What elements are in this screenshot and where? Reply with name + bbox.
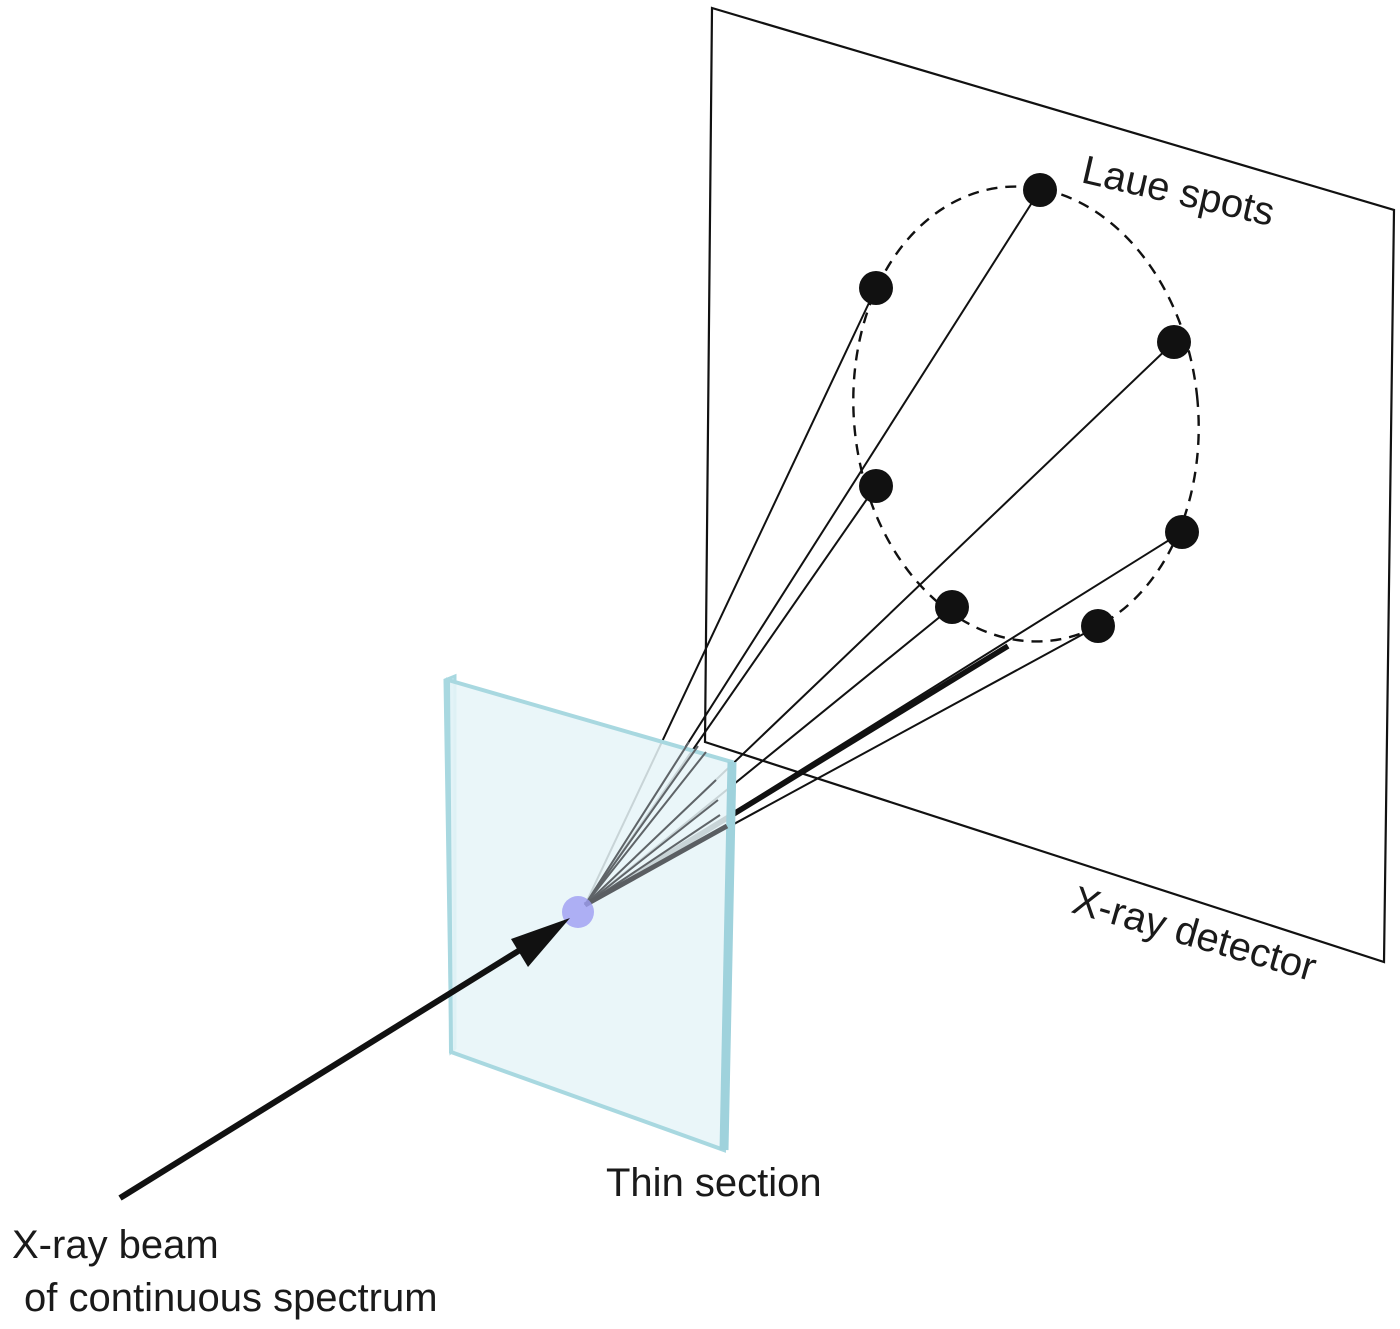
laue-spot: [1081, 609, 1115, 643]
transmitted-beam-through-section: [583, 823, 729, 908]
laue-spot: [1157, 325, 1191, 359]
incident-beam-arrowhead: [511, 918, 570, 967]
laue-spot: [1165, 515, 1199, 549]
x-ray-beam-label-line2: of continuous spectrum: [24, 1276, 438, 1320]
laue-spot: [1023, 173, 1057, 207]
laue-spot-ring: [852, 185, 1200, 643]
laue-spot: [859, 469, 893, 503]
thin-section-edge: [719, 761, 737, 1151]
laue-spots: [859, 173, 1199, 643]
x-ray-beam-label-line1: X-ray beam: [12, 1223, 219, 1267]
x-ray-detector-plane: [703, 6, 1396, 964]
laue-spot: [935, 590, 969, 624]
laue-spot: [859, 271, 893, 305]
beam-focus-spot: [562, 896, 594, 928]
thin-section-label: Thin section: [606, 1161, 822, 1205]
incident-x-ray-beam: [118, 947, 522, 1201]
